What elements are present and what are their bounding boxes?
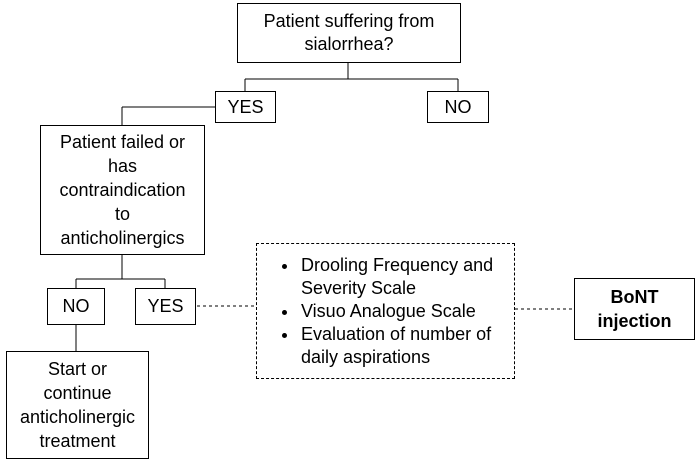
assessment-item: Visuo Analogue Scale: [299, 300, 514, 323]
no-mid-box: NO: [47, 288, 105, 325]
assessment-item: Drooling Frequency and Severity Scale: [299, 254, 514, 300]
no-mid-label: NO: [62, 296, 90, 316]
assessment-item: Evaluation of number of daily aspiration…: [299, 323, 514, 369]
bont-injection-box: BoNT injection: [574, 278, 695, 340]
yes-mid-label: YES: [147, 296, 184, 316]
start-treatment-text: Start or continue anticholinergic treatm…: [19, 359, 136, 451]
assessment-list: Drooling Frequency and Severity Scale Vi…: [257, 254, 514, 369]
no-top-box: NO: [427, 91, 489, 123]
no-top-label: NO: [444, 96, 472, 117]
failed-text: Patient failed or has contraindication t…: [59, 132, 186, 248]
yes-top-label: YES: [227, 96, 264, 117]
start-treatment-box: Start or continue anticholinergic treatm…: [6, 351, 149, 459]
yes-mid-box: YES: [135, 288, 196, 325]
assessment-box: Drooling Frequency and Severity Scale Vi…: [256, 243, 515, 379]
failed-box: Patient failed or has contraindication t…: [40, 125, 205, 255]
question-box: Patient suffering from sialorrhea?: [237, 3, 461, 63]
bont-injection-text: BoNT injection: [597, 287, 672, 331]
question-text: Patient suffering from sialorrhea?: [263, 11, 435, 54]
yes-top-box: YES: [215, 91, 276, 123]
